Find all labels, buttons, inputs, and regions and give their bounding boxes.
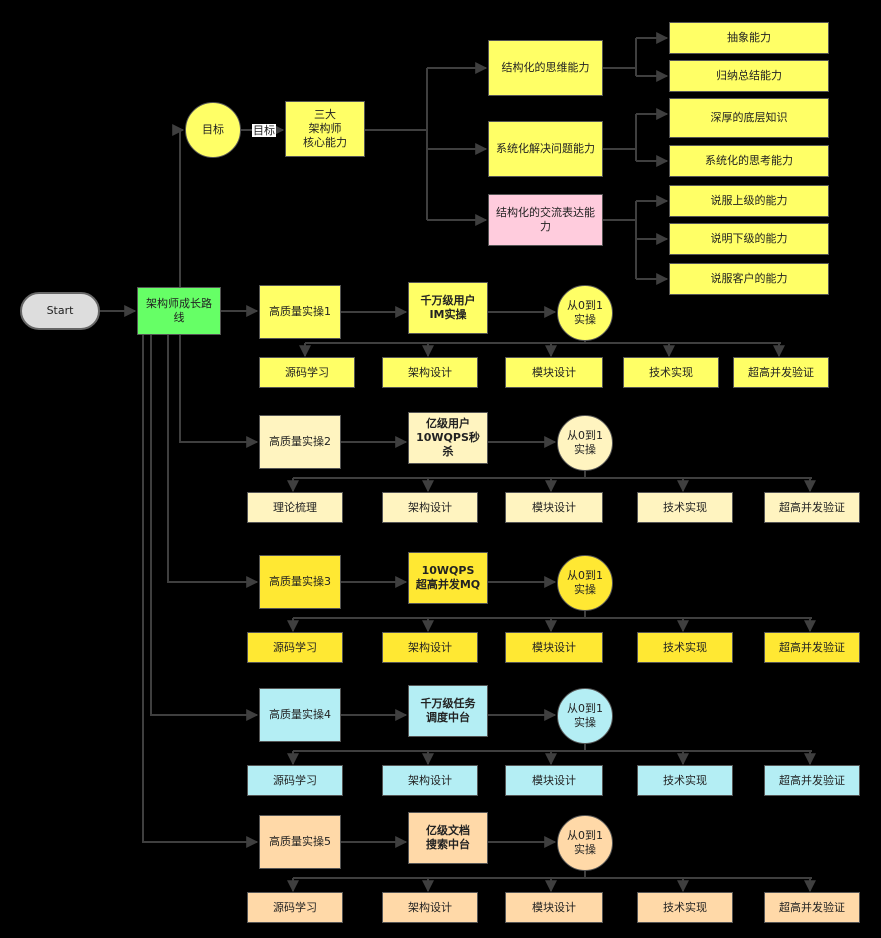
- project-node-5: 亿级文档 搜索中台: [408, 812, 488, 864]
- step-node-2-3: 模块设计: [505, 492, 603, 523]
- step-node-2-4: 技术实现: [637, 492, 733, 523]
- goal-circle-4: 从0到1 实操: [557, 688, 613, 744]
- step-node-5-4: 技术实现: [637, 892, 733, 923]
- project-node-4: 千万级任务 调度中台: [408, 685, 488, 737]
- step-node-5-1: 源码学习: [247, 892, 343, 923]
- step-node-4-2: 架构设计: [382, 765, 478, 796]
- step-node-3-1: 源码学习: [247, 632, 343, 663]
- goal-circle: 目标: [185, 102, 241, 158]
- project-node-1: 千万级用户 IM实操: [408, 282, 488, 334]
- connector: [172, 124, 185, 287]
- ability-child-1-1: 抽象能力: [669, 22, 829, 54]
- step-node-4-1: 源码学习: [247, 765, 343, 796]
- step-node-4-5: 超高并发验证: [764, 765, 860, 796]
- goal-circle-3: 从0到1 实操: [557, 555, 613, 611]
- step-node-1-5: 超高并发验证: [733, 357, 829, 388]
- connector: [150, 335, 259, 721]
- ability-node-2: 系统化解决问题能力: [488, 121, 603, 177]
- connector: [179, 335, 259, 448]
- ability-child-3-3: 说服客户的能力: [669, 263, 829, 295]
- step-node-3-2: 架构设计: [382, 632, 478, 663]
- step-node-1-4: 技术实现: [623, 357, 719, 388]
- goal-circle-2: 从0到1 实操: [557, 415, 613, 471]
- core-ability-node: 三大 架构师 核心能力: [285, 101, 365, 157]
- root-node: 架构师成长路 线: [137, 287, 221, 335]
- step-node-1-1: 源码学习: [259, 357, 355, 388]
- ability-child-3-2: 说明下级的能力: [669, 223, 829, 255]
- step-node-3-3: 模块设计: [505, 632, 603, 663]
- ability-node-3: 结构化的交流表达能 力: [488, 194, 603, 246]
- goal-circle-1: 从0到1 实操: [557, 285, 613, 341]
- ability-child-3-1: 说服上级的能力: [669, 185, 829, 217]
- step-node-4-4: 技术实现: [637, 765, 733, 796]
- step-node-2-5: 超高并发验证: [764, 492, 860, 523]
- step-node-4-3: 模块设计: [505, 765, 603, 796]
- step-node-5-2: 架构设计: [382, 892, 478, 923]
- step-node-3-5: 超高并发验证: [764, 632, 860, 663]
- project-node-2: 亿级用户 10WQPS秒杀: [408, 412, 488, 464]
- step-node-2-2: 架构设计: [382, 492, 478, 523]
- ability-node-1: 结构化的思维能力: [488, 40, 603, 96]
- ability-child-1-2: 归纳总结能力: [669, 60, 829, 92]
- start-node: Start: [20, 292, 100, 330]
- step-node-2-1: 理论梳理: [247, 492, 343, 523]
- goal-circle-5: 从0到1 实操: [557, 815, 613, 871]
- step-node-5-3: 模块设计: [505, 892, 603, 923]
- step-node-5-5: 超高并发验证: [764, 892, 860, 923]
- connector: [167, 335, 259, 588]
- practice-node-2: 高质量实操2: [259, 415, 341, 469]
- connector: [142, 335, 259, 848]
- ability-child-2-2: 系统化的思考能力: [669, 145, 829, 177]
- practice-node-5: 高质量实操5: [259, 815, 341, 869]
- step-node-1-2: 架构设计: [382, 357, 478, 388]
- goal-edge-label: 目标: [252, 124, 276, 137]
- practice-node-3: 高质量实操3: [259, 555, 341, 609]
- practice-node-4: 高质量实操4: [259, 688, 341, 742]
- project-node-3: 10WQPS 超高并发MQ: [408, 552, 488, 604]
- practice-node-1: 高质量实操1: [259, 285, 341, 339]
- step-node-3-4: 技术实现: [637, 632, 733, 663]
- ability-child-2-1: 深厚的底层知识: [669, 98, 829, 138]
- step-node-1-3: 模块设计: [505, 357, 603, 388]
